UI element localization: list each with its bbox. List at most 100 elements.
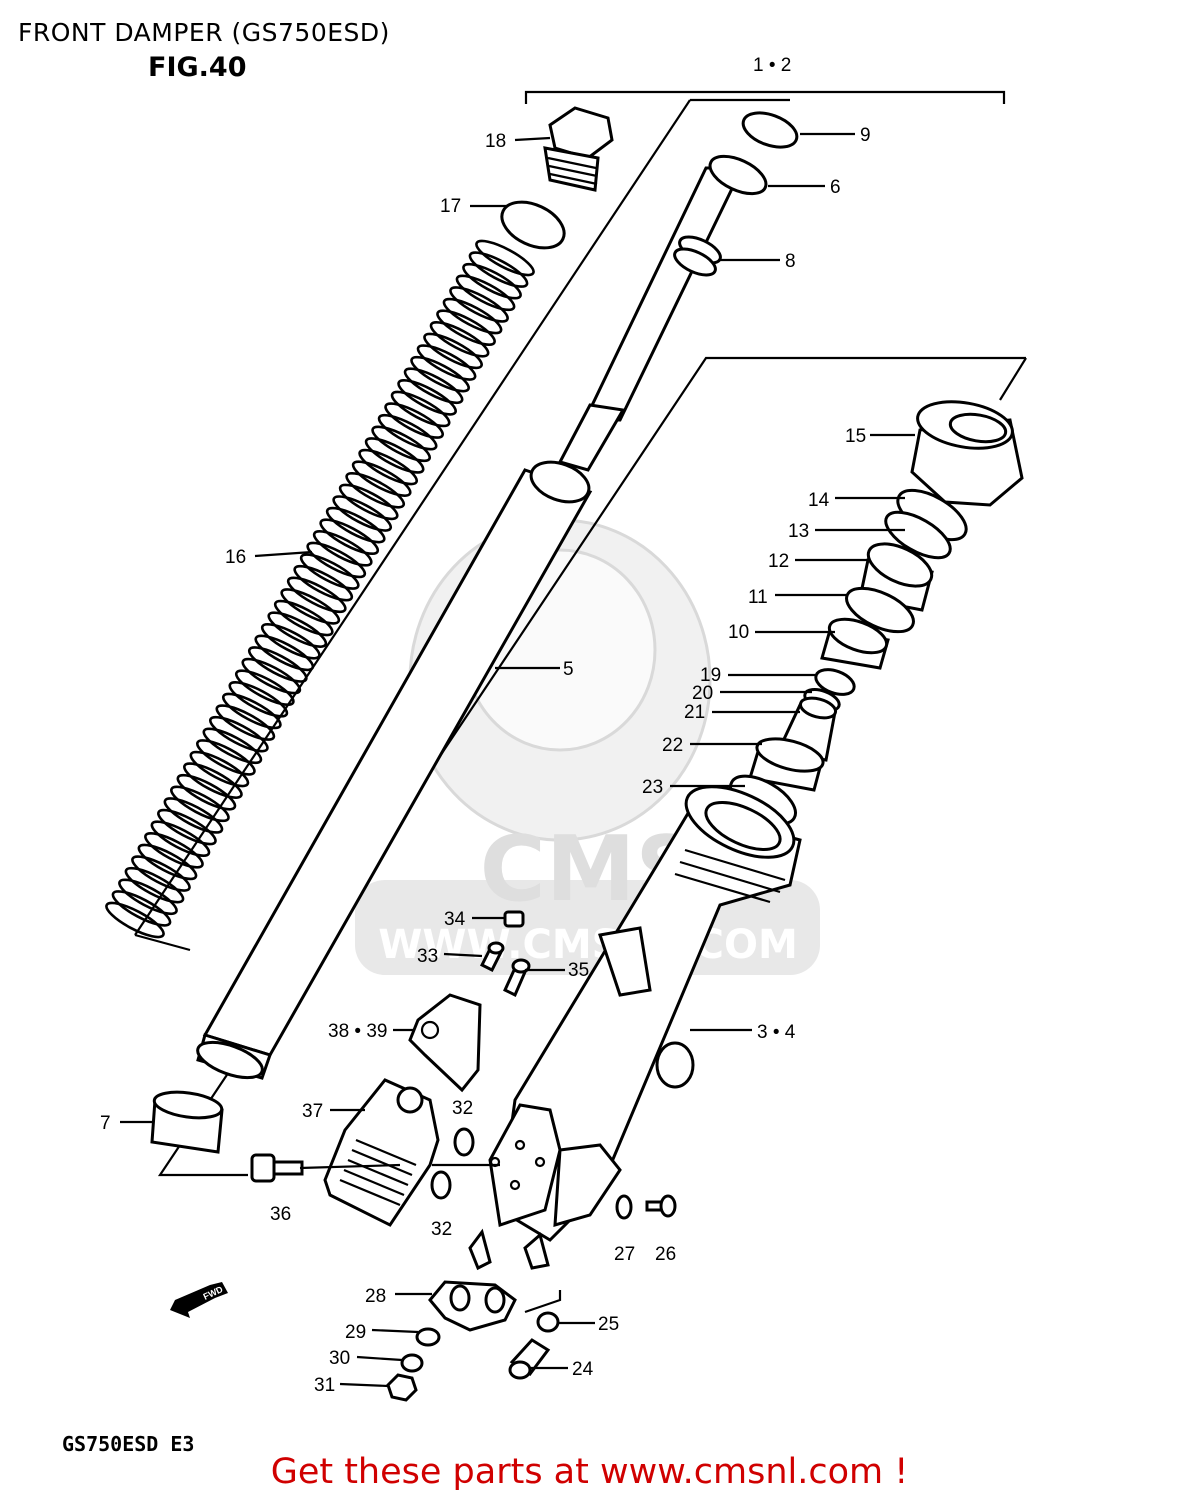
spring-coil: [319, 518, 380, 556]
spring-coil: [157, 808, 217, 846]
leader-line: [299, 1163, 401, 1170]
label-11: 11: [748, 587, 768, 608]
spring-coil: [254, 634, 315, 672]
label-23: 23: [642, 777, 663, 798]
label-21: 21: [684, 702, 705, 723]
spring-coil: [280, 588, 341, 625]
part-25-washer: [536, 1311, 560, 1333]
spring-coil: [293, 564, 354, 602]
spring-coil: [306, 541, 367, 579]
spring-coil: [196, 739, 256, 776]
spring-coil: [273, 599, 334, 637]
label-25: 25: [598, 1314, 619, 1335]
label-28: 28: [365, 1286, 386, 1307]
label-17: 17: [440, 196, 461, 217]
spring-coil: [377, 413, 438, 451]
label-30: 30: [329, 1348, 350, 1369]
part-26-bolt: [645, 1194, 677, 1218]
part-5-6-8-damper-rod: [557, 154, 768, 472]
part-7-bushing: [150, 1090, 224, 1154]
part-15-dust-seal: [910, 400, 1024, 507]
label-26: 26: [655, 1244, 676, 1265]
spring-coil: [150, 820, 211, 857]
label-13: 13: [788, 521, 809, 542]
label-16: 16: [225, 547, 246, 568]
spring-coil: [228, 681, 289, 718]
spring-coil: [325, 506, 386, 544]
spring-coil: [390, 390, 451, 428]
forward-direction-arrow: FWD: [170, 1282, 228, 1318]
label-31: 31: [314, 1375, 335, 1396]
label-37: 37: [302, 1101, 323, 1122]
spring-coil: [351, 460, 412, 497]
part-37-anti-dive-unit: [323, 1078, 440, 1227]
spring-coil: [111, 890, 172, 927]
label-3-4: 3 • 4: [757, 1022, 796, 1043]
spring-coil: [384, 402, 444, 439]
label-34: 34: [444, 909, 466, 930]
label-12: 12: [768, 551, 789, 572]
parts-cta-link[interactable]: Get these parts at www.cmsnl.com !: [270, 1452, 909, 1492]
part-24-bolt: [508, 1338, 551, 1380]
part-10-bushing: [820, 617, 890, 670]
part-12-oil-seal: [858, 542, 934, 612]
label-24: 24: [572, 1359, 594, 1380]
model-code: GS750ESD E3: [62, 1432, 195, 1456]
label-6: 6: [830, 177, 841, 198]
part-33-screw: [479, 941, 505, 973]
label-20: 20: [692, 683, 713, 704]
spring-coil: [221, 692, 282, 730]
spring-coil: [215, 704, 276, 741]
spring-coil: [124, 866, 185, 904]
part-31-nut: [386, 1373, 418, 1402]
spring-coil: [202, 727, 263, 765]
spring-coil: [105, 901, 165, 939]
spring-coil: [442, 297, 503, 335]
label-10: 10: [728, 622, 749, 643]
part-38-39-valve-body: [408, 993, 482, 1093]
label-36: 36: [270, 1204, 291, 1225]
spring-coil: [462, 262, 522, 300]
spring-coil: [423, 332, 483, 370]
label-22: 22: [662, 735, 683, 756]
part-18-cap-bolt: [543, 106, 614, 192]
label-8: 8: [785, 251, 796, 272]
spring-coil: [267, 611, 328, 648]
part-29-washer: [415, 1327, 441, 1347]
part-3-4-outer-tube: [468, 785, 802, 1271]
part-28-axle-holder: [428, 1280, 517, 1332]
spring-coil: [208, 715, 269, 753]
spring-coil: [189, 750, 250, 788]
label-15: 15: [845, 426, 866, 447]
label-9: 9: [860, 125, 871, 146]
part-34-bleed-screw: [503, 910, 525, 928]
label-35: 35: [568, 960, 589, 981]
spring-coil: [455, 274, 516, 312]
spring-coil: [312, 530, 373, 567]
part-13-washer: [884, 510, 952, 560]
spring-coil: [468, 251, 529, 288]
part-32-o-ring-upper: [453, 1127, 475, 1157]
spring-coil: [241, 657, 302, 695]
spring-coil: [416, 344, 477, 381]
label-38-39: 38 • 39: [328, 1021, 387, 1042]
spring-coil: [403, 367, 464, 405]
label-33: 33: [417, 946, 438, 967]
part-32-o-ring-lower: [430, 1170, 452, 1200]
spring-coil: [176, 773, 237, 811]
label-32-upper: 32: [452, 1098, 473, 1119]
part-labels: 1 • 2 18 17 16 9 6 8 15 14 13 12 11 10 1…: [100, 55, 871, 1396]
label-19: 19: [700, 665, 721, 686]
leader-lines: [120, 132, 915, 1388]
part-30-washer: [400, 1353, 424, 1373]
spring-coil: [449, 286, 509, 323]
part-16-fork-spring: [105, 239, 535, 939]
spring-coil: [332, 495, 393, 532]
label-29: 29: [345, 1322, 366, 1343]
diagram-header-title: FRONT DAMPER (GS750ESD): [18, 18, 390, 47]
part-9-ring: [741, 111, 799, 149]
label-32-lower: 32: [431, 1219, 452, 1240]
spring-coil: [144, 832, 204, 869]
spring-coil: [170, 785, 230, 823]
